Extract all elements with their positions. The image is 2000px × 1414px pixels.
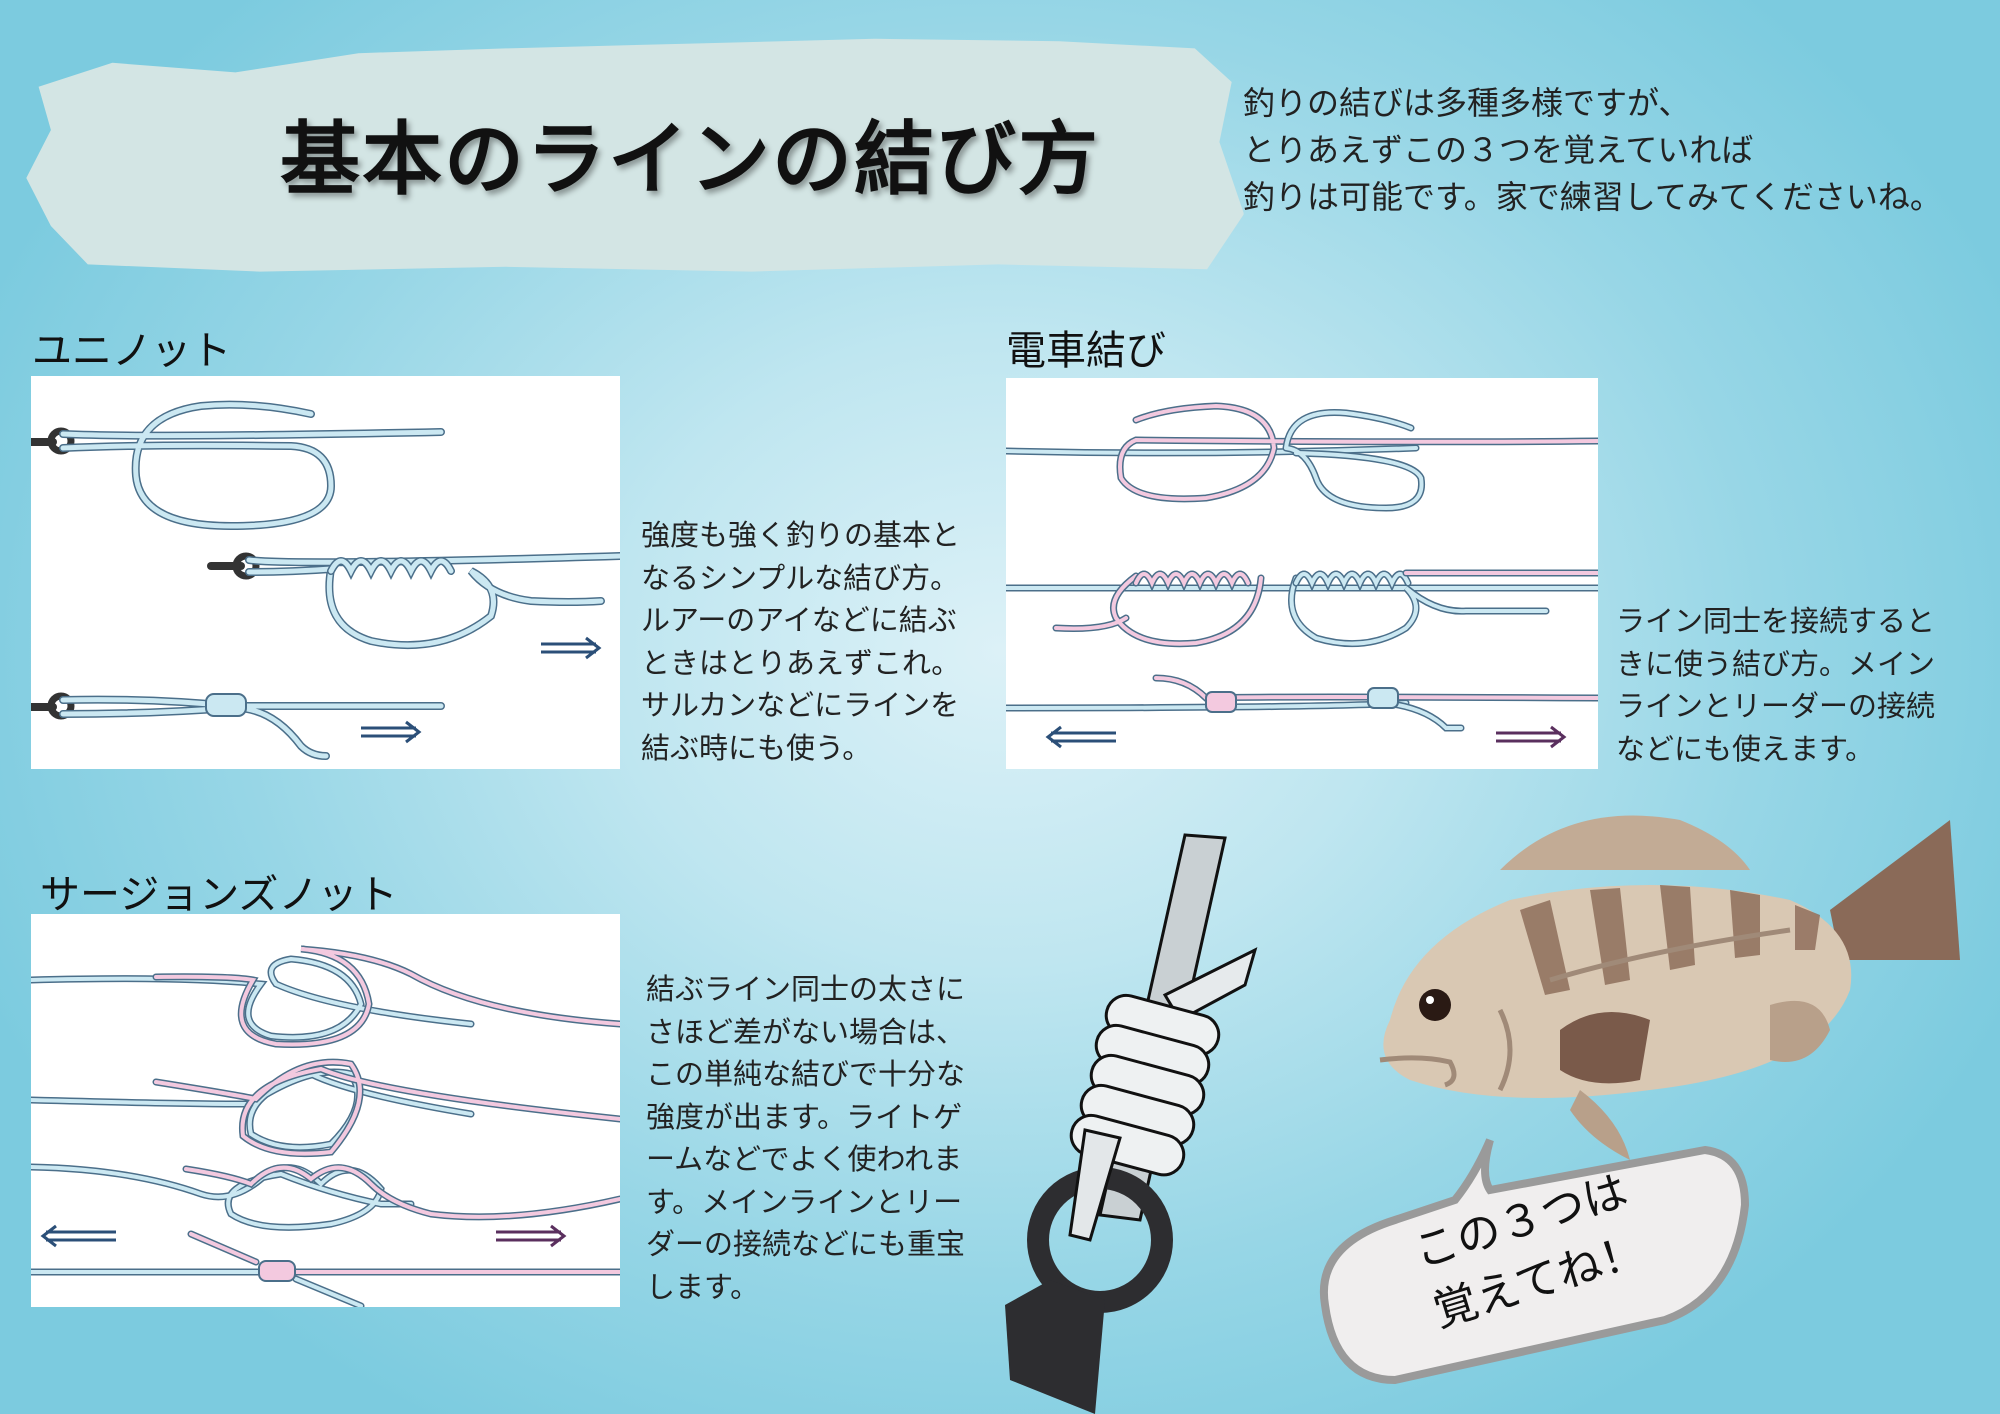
- fish-illustration: [1350, 790, 1970, 1170]
- surgeon-step-3: [31, 1163, 620, 1231]
- section-title-uni-knot: ユニノット: [32, 328, 232, 374]
- rockfish-icon: [1379, 815, 1960, 1160]
- title-brush-stroke: [26, 38, 1244, 272]
- surgeons-knot-illustration: [31, 945, 620, 1307]
- section-title-densha-musubi: 電車結び: [1006, 328, 1166, 374]
- uni-knot-illustration: [31, 400, 620, 760]
- swivel-knot-icon: [1005, 833, 1258, 1414]
- surgeons-knot-diagram: [31, 914, 620, 1307]
- pull-right-arrow-icon: [361, 720, 422, 744]
- uni-knot-description: 強度も強く釣りの基本と なるシンプルな結び方。 ルアーのアイなどに結ぶ ときはと…: [641, 518, 961, 765]
- pull-right-arrow-icon: [496, 1224, 567, 1248]
- surgeons-knot-description: 結ぶライン同士の太さに さほど差がない場合は、 この単純な結びで十分な 強度が出…: [646, 972, 966, 1304]
- uni-knot-diagram: [31, 376, 620, 769]
- uni-step-3: [31, 692, 445, 760]
- pull-right-arrow-icon: [1496, 725, 1567, 749]
- densha-musubi-description: ライン同士を接続すると きに使う結び方。メイン ラインとリーダーの接続 などにも…: [1616, 604, 1936, 766]
- pull-left-arrow-icon: [1045, 725, 1116, 749]
- intro-text: 釣りの結びは多種多様ですが、 とりあえずこの３つを覚えていれば 釣りは可能です。…: [1243, 84, 1942, 216]
- surgeon-step-2: [31, 1058, 620, 1158]
- section-title-surgeons-knot: サージョンズノット: [40, 872, 398, 918]
- knotted-swivel-illustration: [990, 820, 1310, 1414]
- densha-musubi-illustration: [1006, 402, 1598, 749]
- speech-bubble: この３つは 覚えてね！: [1305, 1135, 1765, 1405]
- densha-step-2: [1006, 569, 1598, 648]
- page-title: 基本のラインの結び方: [280, 113, 1100, 206]
- surgeon-step-1: [31, 945, 620, 1048]
- uni-step-1: [31, 400, 445, 531]
- uni-step-2: [207, 552, 620, 650]
- speech-bubble-shape: [1319, 1138, 1750, 1385]
- densha-musubi-diagram: [1006, 378, 1598, 769]
- densha-step-3: [1006, 674, 1598, 732]
- densha-step-1: [1006, 402, 1598, 512]
- surgeon-step-4: [31, 1230, 620, 1307]
- pull-right-arrow-icon: [541, 636, 602, 660]
- pull-left-arrow-icon: [40, 1224, 116, 1248]
